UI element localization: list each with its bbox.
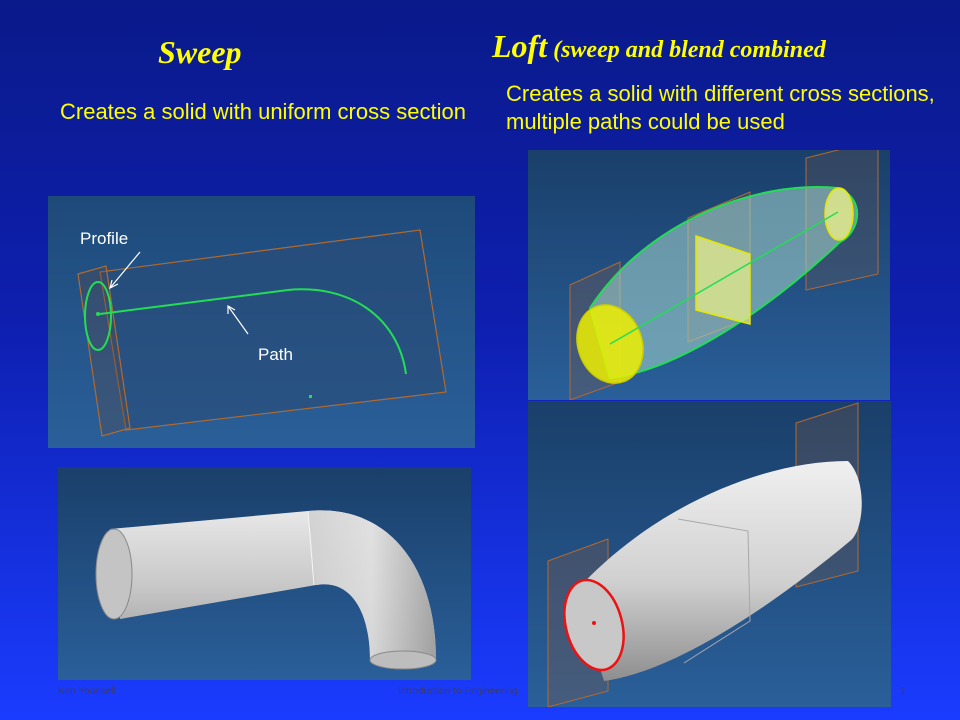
profile-plane <box>77 265 131 437</box>
sweep-sketch-drawing <box>48 196 475 448</box>
sweep-sketch-image <box>48 196 475 448</box>
loft-end-section <box>824 187 854 241</box>
loft-solid-body <box>576 461 862 681</box>
profile-arrow <box>109 251 141 289</box>
sweep-description: Creates a solid with uniform cross secti… <box>60 99 466 124</box>
sweep-path <box>99 288 407 375</box>
profile-circle <box>84 281 112 351</box>
footer-author: Ken Youssefi <box>58 686 116 697</box>
sketch-plane <box>99 229 447 431</box>
loft-description: Creates a solid with different cross sec… <box>506 81 935 134</box>
loft-mid-section <box>695 234 751 325</box>
pipe-end-face <box>95 528 133 620</box>
path-arrow <box>227 305 249 335</box>
loft-path <box>609 211 839 345</box>
loft-title: Loft (sweep and blend combined <box>492 28 826 65</box>
loft-wireframe-drawing <box>528 150 890 400</box>
loft-solid-drawing <box>528 401 891 707</box>
path-label: Path <box>258 345 293 364</box>
sweep-solid-image <box>58 467 471 680</box>
sweep-title: Sweep <box>158 34 242 70</box>
loft-title-main: Loft <box>492 28 548 64</box>
footer-course: Introduction to Engineering <box>398 686 518 697</box>
loft-title-sub: (sweep and blend combined <box>547 37 826 63</box>
loft-wireframe-image <box>528 150 890 400</box>
sweep-solid-drawing <box>58 467 471 680</box>
profile-label: Profile <box>80 229 129 248</box>
loft-solid-image <box>528 401 891 707</box>
footer-page-number: 1 <box>900 686 906 697</box>
